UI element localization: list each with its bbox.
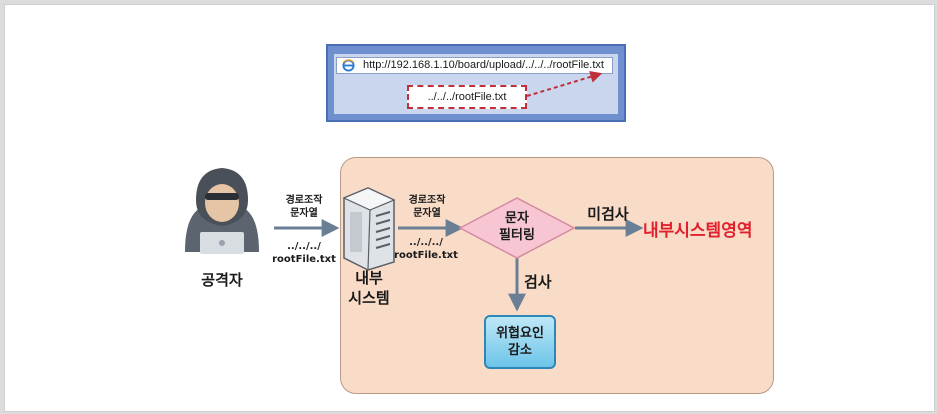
arrow1-label: 경로조작 문자열 <box>276 194 332 220</box>
checked-label: 검사 <box>524 273 552 291</box>
result-line1: 위협요인 <box>496 326 544 341</box>
arrow1-file: rootFile.txt <box>272 254 336 265</box>
result-line2: 감소 <box>508 343 532 358</box>
filter-label: 문자 필터링 <box>487 210 547 244</box>
threat-reduction-box: 위협요인 감소 <box>484 315 556 369</box>
internal-system-line2: 시스템 <box>348 289 390 307</box>
arrow2-payload: ../../../ rootFile.txt <box>394 236 458 262</box>
arrow1-line2: 문자열 <box>290 208 318 219</box>
filter-diamond <box>458 197 576 259</box>
internal-area-label: 내부시스템영역 <box>643 221 753 241</box>
address-bar: http://192.168.1.10/board/upload/../../.… <box>336 57 613 74</box>
filter-line1: 문자 <box>505 211 529 226</box>
arrow1-path: ../../../ <box>287 241 321 252</box>
hacker-icon <box>185 168 259 254</box>
arrow1-payload: ../../../ rootFile.txt <box>272 240 336 266</box>
arrow2-path: ../../../ <box>409 237 443 248</box>
arrow2-file: rootFile.txt <box>394 250 458 261</box>
address-url: http://192.168.1.10/board/upload/../../.… <box>363 59 604 71</box>
unchecked-label: 미검사 <box>587 205 629 223</box>
attacker-label: 공격자 <box>201 271 243 289</box>
filter-line2: 필터링 <box>499 228 535 243</box>
payload-highlight: ../../../rootFile.txt <box>407 85 527 109</box>
ie-browser-icon <box>342 59 355 72</box>
arrow1-line1: 경로조작 <box>285 195 323 206</box>
internal-system-label: 내부 시스템 <box>340 268 398 308</box>
internal-system-line1: 내부 <box>355 269 383 287</box>
payload-pointer-arrow <box>526 71 603 97</box>
arrow2-line2: 문자열 <box>413 208 441 219</box>
internal-area-box <box>340 157 774 394</box>
server-icon <box>342 187 396 271</box>
arrow2-label: 경로조작 문자열 <box>398 194 456 220</box>
arrow2-line1: 경로조작 <box>408 195 446 206</box>
